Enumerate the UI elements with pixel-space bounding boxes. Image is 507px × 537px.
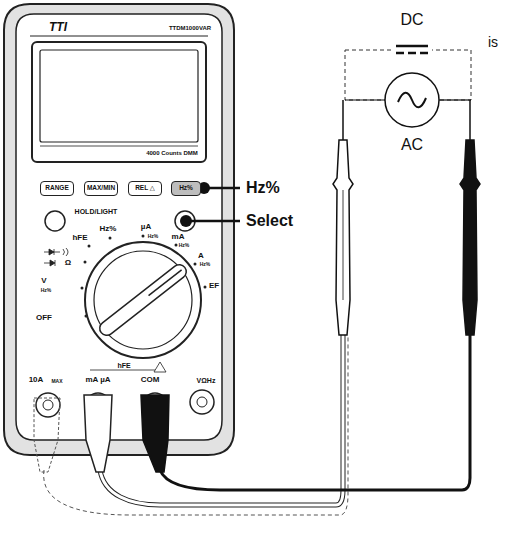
button-key: MAX/MIN — [84, 181, 118, 196]
panel-marking: Hz% — [179, 243, 190, 248]
button-key: RANGE — [40, 181, 74, 196]
input-jacks — [36, 362, 214, 417]
callout-label: Hz% — [246, 180, 280, 196]
callout-label: Select — [246, 213, 293, 229]
button-key: REL △ — [128, 181, 162, 196]
diode-symbol — [44, 248, 68, 266]
panel-marking: hFE — [72, 234, 87, 242]
panel-marking: Hz% — [148, 234, 159, 239]
screen-rule — [40, 146, 198, 147]
panel-marking: Hz% — [100, 225, 117, 233]
panel-marking: Ω — [65, 259, 71, 267]
panel-marking: 4000 Counts DMM — [146, 150, 198, 156]
rotary-dial — [85, 242, 201, 358]
panel-marking: COM — [141, 376, 160, 384]
panel-marking: OFF — [36, 314, 52, 322]
source-label: DC — [400, 12, 423, 28]
dc-symbol — [396, 45, 428, 48]
button-key: Hz% — [171, 181, 201, 196]
panel-marking: A — [198, 252, 204, 260]
panel-marking: mA µA — [85, 376, 110, 384]
red-plug — [84, 395, 112, 472]
source-label: AC — [401, 137, 423, 153]
panel-marking: V — [41, 277, 46, 285]
dashed-plug — [34, 398, 60, 472]
black-plug — [141, 395, 169, 472]
leader-line — [204, 187, 240, 190]
source-label: is — [488, 35, 498, 49]
button-label: MAX/MIN — [87, 185, 115, 192]
sine-wave — [398, 93, 426, 108]
ac-source — [385, 73, 439, 127]
dial-dots — [81, 235, 207, 318]
panel-marking: hFE — [117, 362, 130, 369]
lcd-screen — [40, 50, 198, 142]
leader-line — [186, 220, 240, 223]
hold-button — [45, 211, 65, 231]
display-bezel — [32, 42, 206, 162]
top-rule — [30, 36, 208, 37]
panel-marking: Hz% — [41, 288, 52, 293]
dc-symbol-dashes — [396, 52, 428, 55]
black-probe — [460, 100, 480, 335]
warning-triangle — [154, 362, 166, 372]
panel-marking: TTDM1000VAR — [169, 25, 211, 31]
panel-marking: 10A — [29, 376, 44, 384]
panel-marking: EF — [209, 282, 219, 290]
dial-inner — [94, 251, 192, 349]
panel-marking: HOLD/LIGHT — [75, 208, 118, 215]
holster — [4, 4, 234, 455]
button-label: Hz% — [179, 185, 193, 192]
panel-marking: VΩHz — [197, 377, 216, 384]
panel-marking: Hz% — [200, 262, 211, 267]
button-label: REL △ — [135, 185, 155, 192]
dial-pointer — [97, 262, 189, 338]
panel-marking: mA — [172, 233, 185, 241]
red-probe — [333, 100, 353, 335]
button-label: RANGE — [45, 185, 68, 192]
panel-marking: µA — [141, 223, 151, 231]
meter-body — [16, 14, 222, 440]
panel-marking: TTI — [49, 21, 67, 33]
panel-marking: MAX — [51, 379, 62, 384]
